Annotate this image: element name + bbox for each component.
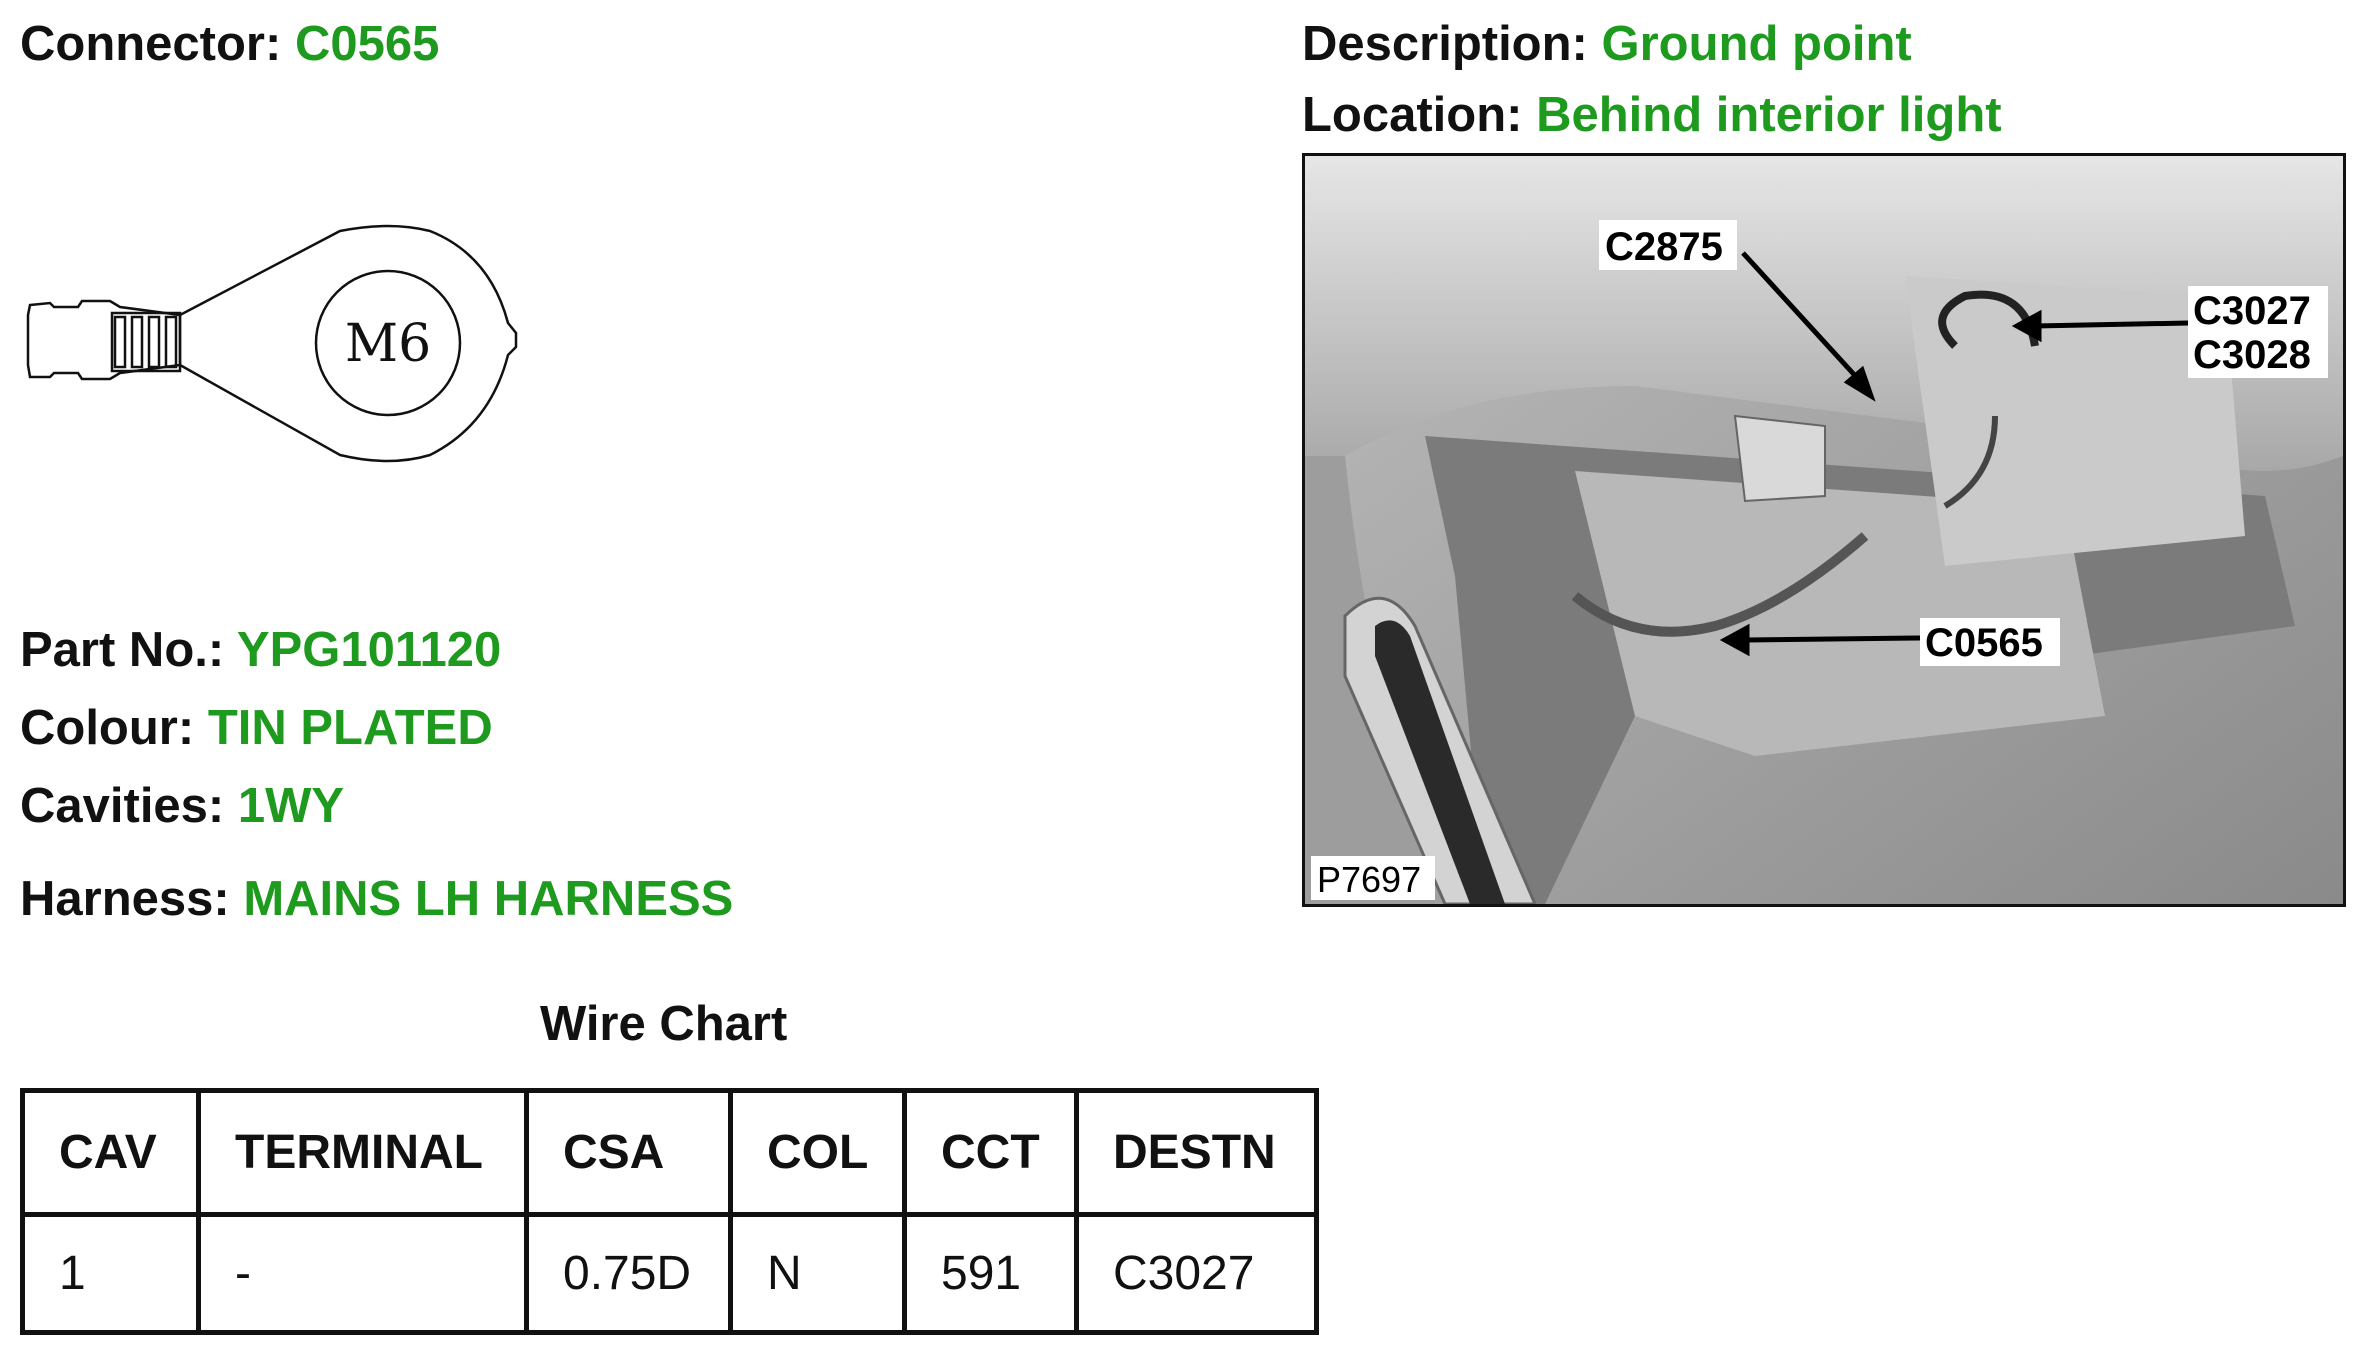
cell-cav: 1	[20, 1212, 201, 1335]
cavities-value: 1WY	[237, 779, 345, 833]
table-row: 1 - 0.75D N 591 C3027	[20, 1212, 1319, 1335]
cell-terminal: -	[196, 1212, 529, 1335]
cavities-label: Cavities:	[20, 779, 225, 833]
cell-csa: 0.75D	[524, 1212, 733, 1335]
header-col: COL	[728, 1088, 907, 1217]
callout-c3027: C3027	[2193, 289, 2311, 333]
colour-label: Colour:	[20, 701, 195, 755]
colour-line: Colour: TIN PLATED	[20, 704, 493, 753]
header-destn: DESTN	[1074, 1088, 1319, 1217]
wire-chart-title: Wire Chart	[540, 997, 788, 1051]
colour-value: TIN PLATED	[207, 701, 493, 755]
callout-c2875: C2875	[1605, 225, 1723, 269]
ring-terminal-drawing: M6	[20, 215, 540, 480]
header-csa: CSA	[524, 1088, 733, 1217]
connector-label: Connector:	[20, 17, 282, 71]
part-number-line: Part No.: YPG101120	[20, 626, 501, 675]
location-value: Behind interior light	[1536, 88, 2002, 142]
cell-destn: C3027	[1074, 1212, 1319, 1335]
figure-reference: P7697	[1317, 859, 1421, 900]
part-number-label: Part No.:	[20, 623, 225, 677]
callout-c3028: C3028	[2193, 333, 2311, 377]
header-cav: CAV	[20, 1088, 201, 1217]
callout-c0565: C0565	[1925, 621, 2043, 665]
description-label: Description:	[1302, 17, 1588, 71]
location-label: Location:	[1302, 88, 1523, 142]
location-photo: C2875 C3027 C3028 C0565 P7697	[1302, 153, 2346, 907]
header-cct: CCT	[902, 1088, 1079, 1217]
harness-value: MAINS LH HARNESS	[243, 872, 734, 926]
connector-value: C0565	[294, 17, 440, 71]
table-header-row: CAV TERMINAL CSA COL CCT DESTN	[20, 1088, 1319, 1217]
location-line: Location: Behind interior light	[1302, 91, 2002, 140]
harness-label: Harness:	[20, 872, 230, 926]
description-value: Ground point	[1601, 17, 1912, 71]
part-number-value: YPG101120	[236, 623, 502, 677]
description-line: Description: Ground point	[1302, 20, 1912, 69]
cavities-line: Cavities: 1WY	[20, 782, 344, 831]
cell-col: N	[728, 1212, 907, 1335]
stud-size-label: M6	[345, 314, 431, 374]
connector-line: Connector: C0565	[20, 20, 439, 69]
harness-line: Harness: MAINS LH HARNESS	[20, 875, 733, 924]
cell-cct: 591	[902, 1212, 1079, 1335]
wire-chart-table: CAV TERMINAL CSA COL CCT DESTN 1 - 0.75D…	[20, 1088, 1319, 1335]
ring-terminal-icon: M6	[26, 224, 518, 463]
header-terminal: TERMINAL	[196, 1088, 529, 1217]
